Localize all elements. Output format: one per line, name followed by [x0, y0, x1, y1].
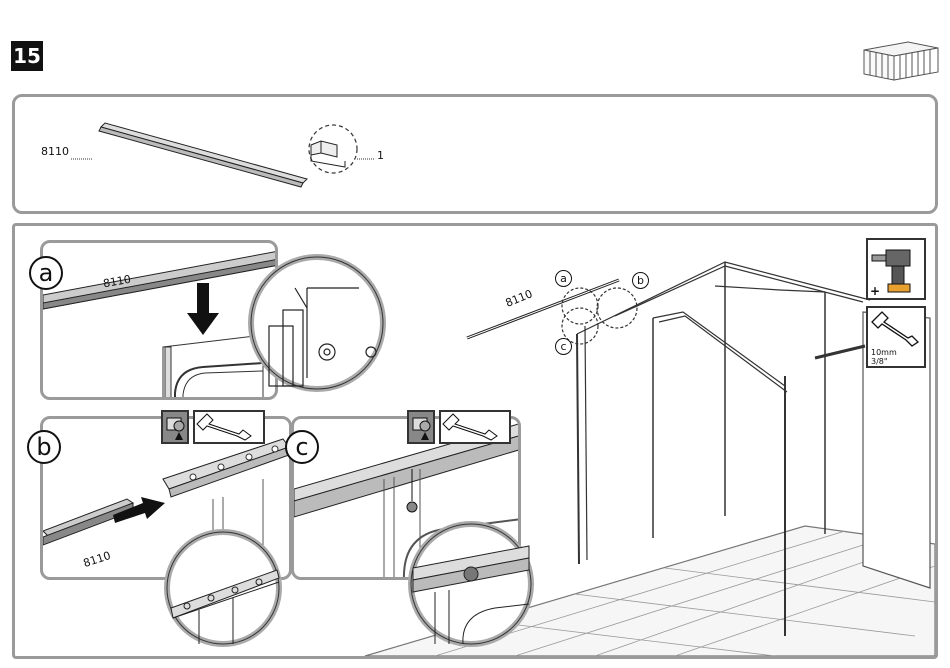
- wrench-icon: [868, 308, 924, 348]
- detail-c-wrench-box: [439, 410, 511, 444]
- detail-c-bolt-box: [407, 410, 435, 444]
- bolt-icon: [409, 412, 433, 442]
- detail-b-bolt-box: [161, 410, 189, 444]
- detail-a-drawing: [43, 243, 278, 400]
- wrench-icon: [195, 412, 263, 442]
- step-number-badge: 15: [11, 41, 43, 71]
- detail-c-letter-text: c: [295, 433, 308, 461]
- callout-c: c: [555, 338, 572, 355]
- parts-drawing: [15, 97, 935, 211]
- callout-a-label: a: [560, 272, 567, 285]
- drill-tool-box: +: [866, 238, 926, 300]
- detail-a-magnifier: [247, 248, 387, 398]
- callout-b-label: b: [637, 274, 644, 287]
- detail-c-magnifier: [405, 518, 537, 650]
- wrench-size-mm: 10mm: [871, 348, 897, 357]
- step-number: 15: [13, 44, 41, 68]
- bolt-icon: [163, 412, 187, 442]
- rail-part: [99, 123, 307, 187]
- detail-a-letter-text: a: [39, 259, 54, 287]
- detail-b-magnifier: [161, 526, 285, 650]
- detail-b-letter-text: b: [36, 433, 51, 461]
- detail-magnifier: [309, 125, 357, 173]
- assembly-panel: 8110 a b c + 10mm 3/8": [12, 223, 938, 659]
- wrench-size-in: 3/8": [871, 357, 888, 366]
- arrow-down-icon: [187, 283, 219, 335]
- part-quantity: 1: [377, 149, 384, 162]
- overview-rail: [467, 280, 619, 338]
- shed-icon: [860, 38, 942, 82]
- callout-a: a: [555, 270, 572, 287]
- wrench-icon: [441, 412, 509, 442]
- detail-b-letter: b: [27, 430, 61, 464]
- parts-panel: 8110 1: [12, 94, 938, 214]
- detail-a-panel: 8110: [40, 240, 278, 400]
- callout-b: b: [632, 272, 649, 289]
- plus-icon: +: [870, 284, 880, 298]
- detail-b-wrench-box: [193, 410, 265, 444]
- callout-c-label: c: [560, 340, 566, 353]
- wrench-tool-box: 10mm 3/8": [866, 306, 926, 368]
- detail-c-letter: c: [285, 430, 319, 464]
- detail-a-letter: a: [29, 256, 63, 290]
